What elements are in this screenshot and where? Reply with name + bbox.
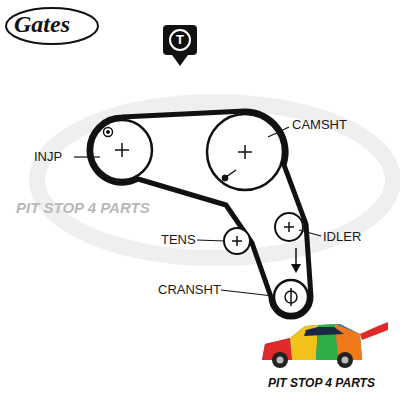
injection-pump-pulley [92,120,152,180]
shop-logo-text: PIT STOP 4 PARTS [268,377,375,390]
crankshaft-pulley [274,280,308,314]
idler-pulley [275,213,303,241]
tensioner-pulley [224,228,250,254]
logo-outline [6,8,98,44]
brand-logo: Gates [14,11,70,37]
part-name: TENS [161,233,196,247]
watermark-swoosh [37,102,393,258]
part-name: IDLER [323,230,361,244]
camshaft-pulley [207,114,283,190]
rotation-arrow [291,248,301,273]
car-logo [262,322,388,368]
watermark: PIT STOP 4 PARTS [16,200,150,217]
part-name: CAMSHT [292,118,347,132]
marker-letter: T [169,29,191,51]
marker-pointer [172,55,188,66]
part-name: INJP [34,150,62,164]
part-name: CRANSHT [158,283,221,297]
timing-marker: T [163,25,197,55]
